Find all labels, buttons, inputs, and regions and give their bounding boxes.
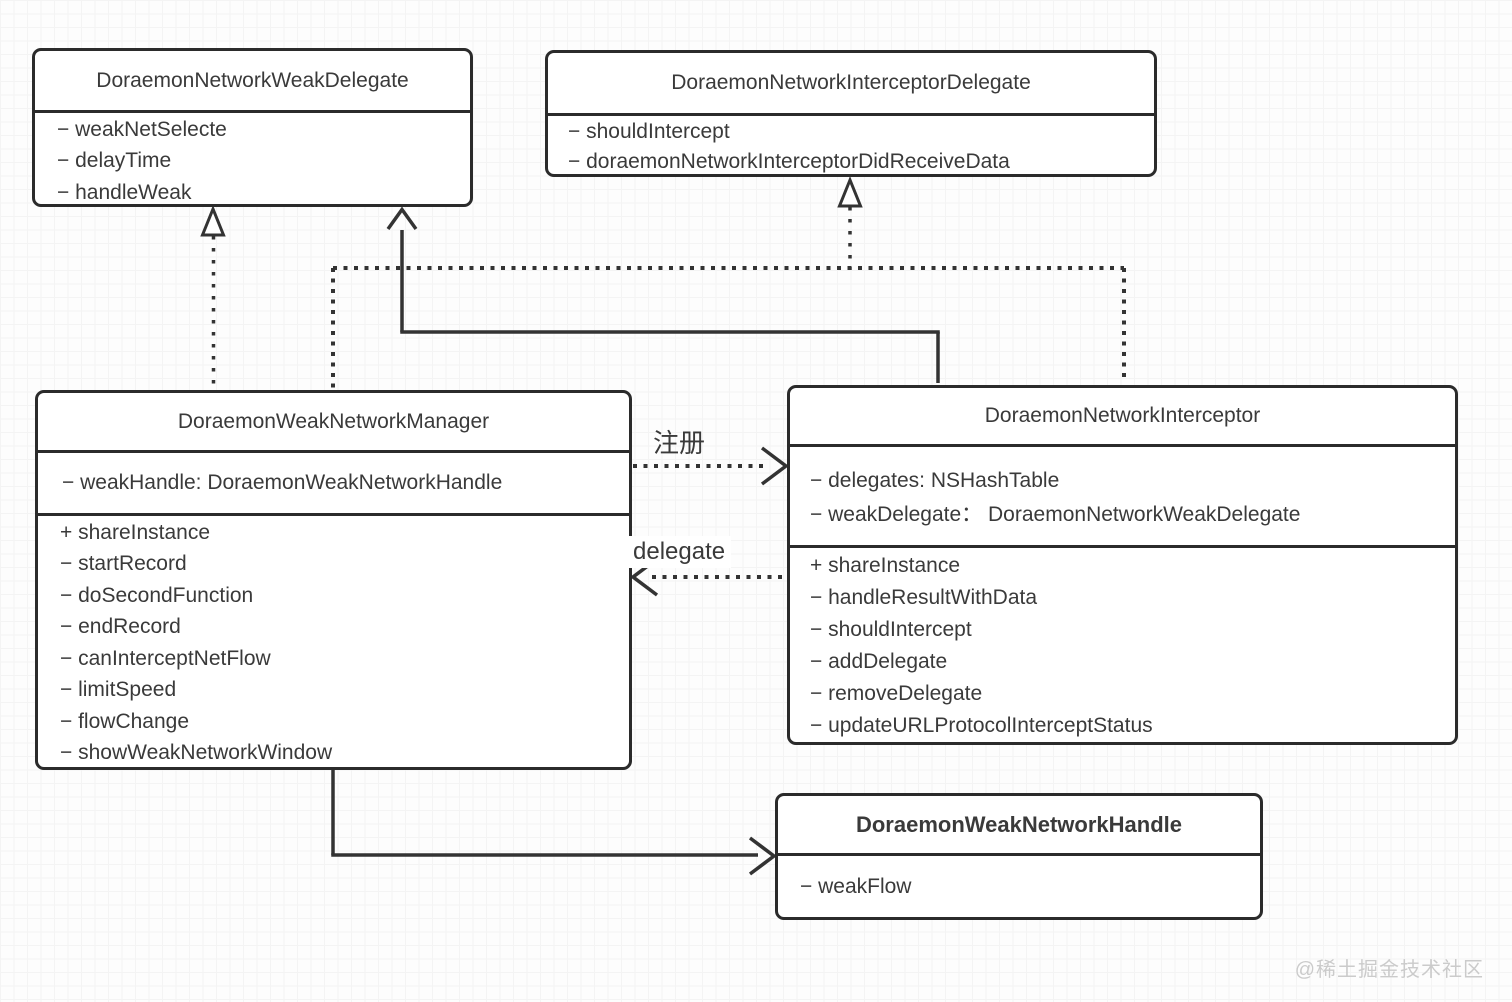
class-doraemon-weak-network-manager: DoraemonWeakNetworkManager − weakHandle:… xyxy=(35,390,632,770)
edge-manager-to-interceptordelegate xyxy=(331,266,1124,388)
class-method: − limitSpeed xyxy=(60,678,177,702)
edge-manager-to-weakdelegate xyxy=(200,204,226,388)
class-method: − doSecondFunction xyxy=(60,583,254,607)
edge-label-delegate: delegate xyxy=(629,536,732,568)
class-member: − shouldIntercept xyxy=(568,120,730,143)
class-method: + shareInstance xyxy=(60,520,211,544)
class-title: DoraemonWeakNetworkHandle xyxy=(778,796,1260,856)
class-method: − flowChange xyxy=(60,709,190,733)
class-members-section: − weakNetSelecte − delayTime − handleWea… xyxy=(35,113,470,209)
class-method: − updateURLProtocolInterceptStatus xyxy=(810,714,1153,737)
class-attribute: − weakDelegate： DoraemonNetworkWeakDeleg… xyxy=(810,503,1301,526)
class-attributes-section: − delegates: NSHashTable − weakDelegate：… xyxy=(790,447,1455,548)
class-method: − showWeakNetworkWindow xyxy=(60,741,333,765)
class-member: − weakFlow xyxy=(800,874,912,898)
class-title: DoraemonNetworkWeakDelegate xyxy=(35,51,470,113)
class-methods-section: + shareInstance − startRecord − doSecond… xyxy=(38,516,629,769)
edge-interceptor-to-interceptordelegate xyxy=(837,175,1126,383)
class-methods-section: + shareInstance − handleResultWithData −… xyxy=(790,548,1455,742)
class-method: − addDelegate xyxy=(810,650,948,673)
edge-label-register: 注册 xyxy=(653,428,706,458)
class-method: − startRecord xyxy=(60,552,187,576)
class-method: + shareInstance xyxy=(810,554,961,577)
class-members-section: − weakFlow xyxy=(778,856,1260,917)
class-method: − endRecord xyxy=(60,615,181,639)
class-method: − removeDelegate xyxy=(810,682,983,705)
class-title: DoraemonNetworkInterceptor xyxy=(790,388,1455,447)
class-attributes-section: − weakHandle: DoraemonWeakNetworkHandle xyxy=(38,453,629,516)
class-doraemon-network-weak-delegate: DoraemonNetworkWeakDelegate − weakNetSel… xyxy=(32,48,473,207)
class-members-section: − shouldIntercept − doraemonNetworkInter… xyxy=(548,116,1154,177)
class-attribute: − delegates: NSHashTable xyxy=(810,469,1060,492)
class-member: − weakNetSelecte xyxy=(57,117,227,141)
class-title: DoraemonWeakNetworkManager xyxy=(38,393,629,453)
class-doraemon-network-interceptor: DoraemonNetworkInterceptor − delegates: … xyxy=(787,385,1458,745)
edge-manager-to-handle xyxy=(331,770,777,876)
class-member: − doraemonNetworkInterceptorDidReceiveDa… xyxy=(568,150,1010,173)
class-method: − shouldIntercept xyxy=(810,618,972,641)
watermark-text: @稀土掘金技术社区 xyxy=(1294,959,1484,981)
edge-interceptor-to-weakdelegate xyxy=(386,206,940,383)
class-member: − handleWeak xyxy=(57,180,192,204)
class-member: − delayTime xyxy=(57,149,172,173)
class-doraemon-weak-network-handle: DoraemonWeakNetworkHandle − weakFlow xyxy=(775,793,1263,920)
class-doraemon-network-interceptor-delegate: DoraemonNetworkInterceptorDelegate − sho… xyxy=(545,50,1157,177)
class-method: − canInterceptNetFlow xyxy=(60,646,271,670)
class-title: DoraemonNetworkInterceptorDelegate xyxy=(548,53,1154,116)
class-method: − handleResultWithData xyxy=(810,586,1038,609)
class-attribute: − weakHandle: DoraemonWeakNetworkHandle xyxy=(62,471,503,494)
